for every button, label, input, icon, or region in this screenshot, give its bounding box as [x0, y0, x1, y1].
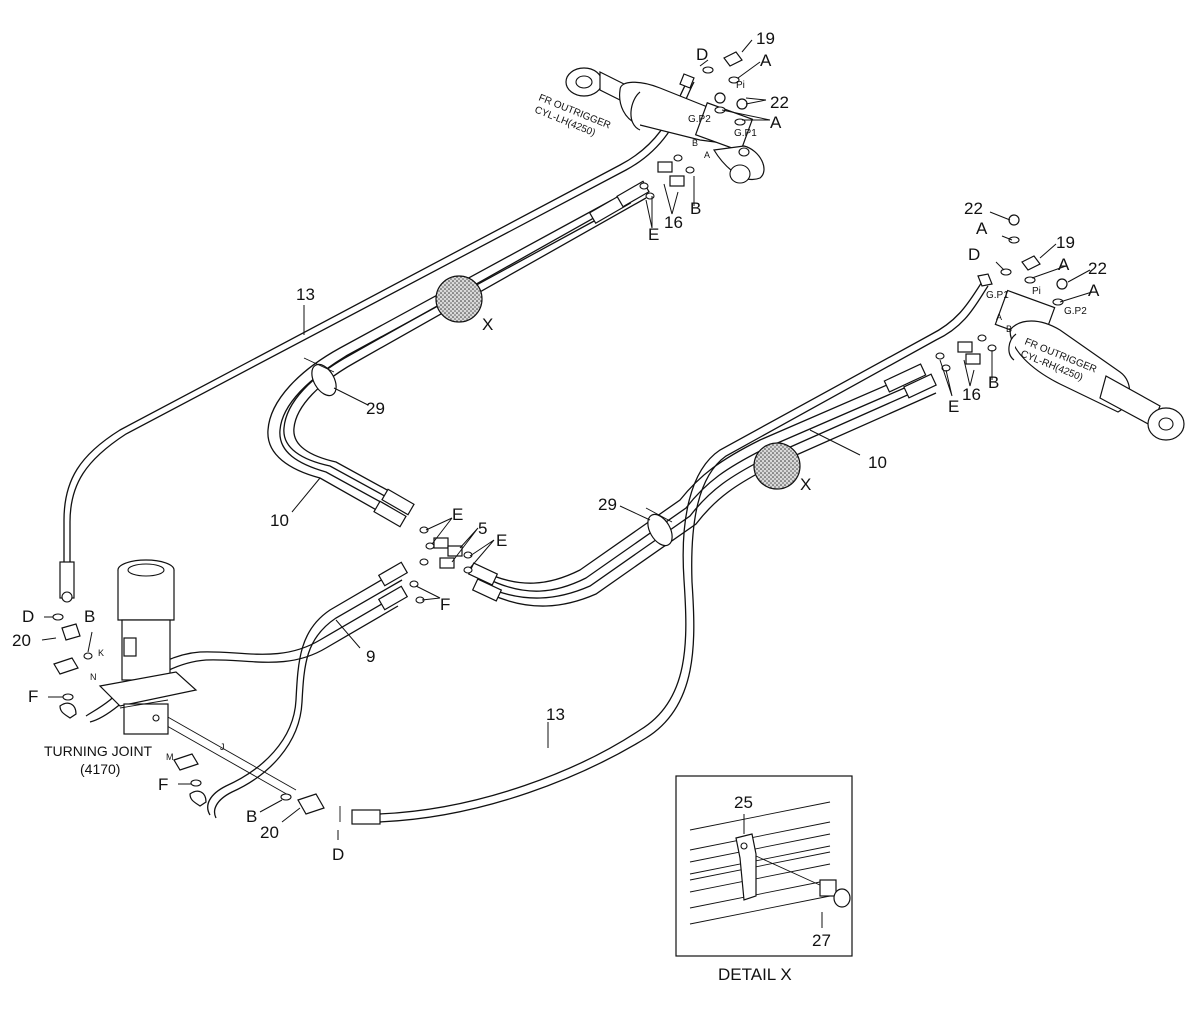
callout-25: 25 [734, 793, 753, 812]
letter-e-rh: E [948, 397, 959, 416]
tj-port-k: K [98, 648, 104, 658]
callout-13-upper: 13 [296, 285, 315, 304]
letter-a-lh-top: A [760, 51, 772, 70]
clamp-29-lower [645, 507, 673, 547]
callout-19-rh: 19 [1056, 233, 1075, 252]
callout-19-lh: 19 [756, 29, 775, 48]
letter-x-lower: X [800, 475, 811, 494]
callout-10-left: 10 [270, 511, 289, 530]
callout-29-upper: 29 [366, 399, 385, 418]
letter-b-tj-lower: B [246, 807, 257, 826]
letter-a-rh-mid: A [1058, 255, 1070, 274]
turning-joint-label-line1: TURNING JOINT [44, 743, 153, 759]
rh-port-gp1: G.P1 [986, 290, 1009, 301]
rh-port-pi: Pi [1032, 286, 1041, 297]
callout-5: 5 [478, 519, 487, 538]
detail-x-box [675, 775, 853, 957]
hose-13-lower [351, 273, 993, 825]
rh-port-a: A [996, 312, 1002, 322]
callout-20-lower: 20 [260, 823, 279, 842]
callout-10-right: 10 [868, 453, 887, 472]
letter-a-lh-right: A [770, 113, 782, 132]
callout-20-upper: 20 [12, 631, 31, 650]
hose-13-upper [59, 73, 695, 603]
callout-13-lower: 13 [546, 705, 565, 724]
letter-f-tj-upper: F [28, 687, 38, 706]
rh-port-gp2: G.P2 [1064, 306, 1087, 317]
callout-22-rh-right: 22 [1088, 259, 1107, 278]
callout-27: 27 [812, 931, 831, 950]
letter-a-rh-top: A [976, 219, 988, 238]
hose-j-line-2 [165, 715, 297, 791]
lh-port-b: B [692, 138, 698, 148]
callout-22-lh: 22 [770, 93, 789, 112]
hose-9-pair [85, 561, 409, 819]
tj-port-m: M [166, 752, 174, 762]
turning-joint-assembly [98, 559, 198, 735]
lh-outrigger-cylinder [565, 67, 765, 184]
callout-16-rh: 16 [962, 385, 981, 404]
tj-port-n: N [90, 672, 97, 682]
letter-b-rh: B [988, 373, 999, 392]
letter-e-lh: E [648, 225, 659, 244]
leader-lines [41, 39, 1093, 840]
lh-port-gp2: G.P2 [688, 114, 711, 125]
fitting-group-turning-joint [52, 613, 341, 822]
lh-port-gp1: G.P1 [734, 128, 757, 139]
fitting-group-center [409, 526, 473, 604]
hose-10-rh-pair [467, 363, 937, 607]
hose-j-line [159, 721, 291, 797]
letter-x-upper: X [482, 315, 493, 334]
rh-outrigger-cylinder [994, 289, 1185, 441]
letter-f-tj-lower: F [158, 775, 168, 794]
letter-e-center-right: E [496, 531, 507, 550]
letter-b-tj-upper: B [84, 607, 95, 626]
callout-22-rh-top: 22 [964, 199, 983, 218]
hose-10-lh-pair [267, 180, 650, 528]
letter-d-bottom: D [332, 845, 344, 864]
callout-29-lower: 29 [598, 495, 617, 514]
letter-d-rh: D [968, 245, 980, 264]
detail-x-title: DETAIL X [718, 965, 792, 984]
letter-d-lh: D [696, 45, 708, 64]
letter-f-center: F [440, 595, 450, 614]
tj-port-j: J [220, 742, 225, 752]
clamp-29-upper [303, 357, 337, 397]
detail-x-region-upper [435, 275, 483, 323]
rh-port-b: B [1006, 324, 1012, 334]
letter-a-rh-right: A [1088, 281, 1100, 300]
callout-16-lh: 16 [664, 213, 683, 232]
letter-e-center-top: E [452, 505, 463, 524]
lh-port-pi: Pi [736, 80, 745, 91]
detail-x-region-lower [753, 442, 801, 490]
letter-d-tj: D [22, 607, 34, 626]
lh-port-a: A [704, 150, 710, 160]
turning-joint-label-line2: (4170) [80, 761, 120, 777]
letter-b-lh: B [690, 199, 701, 218]
callout-9: 9 [366, 647, 375, 666]
